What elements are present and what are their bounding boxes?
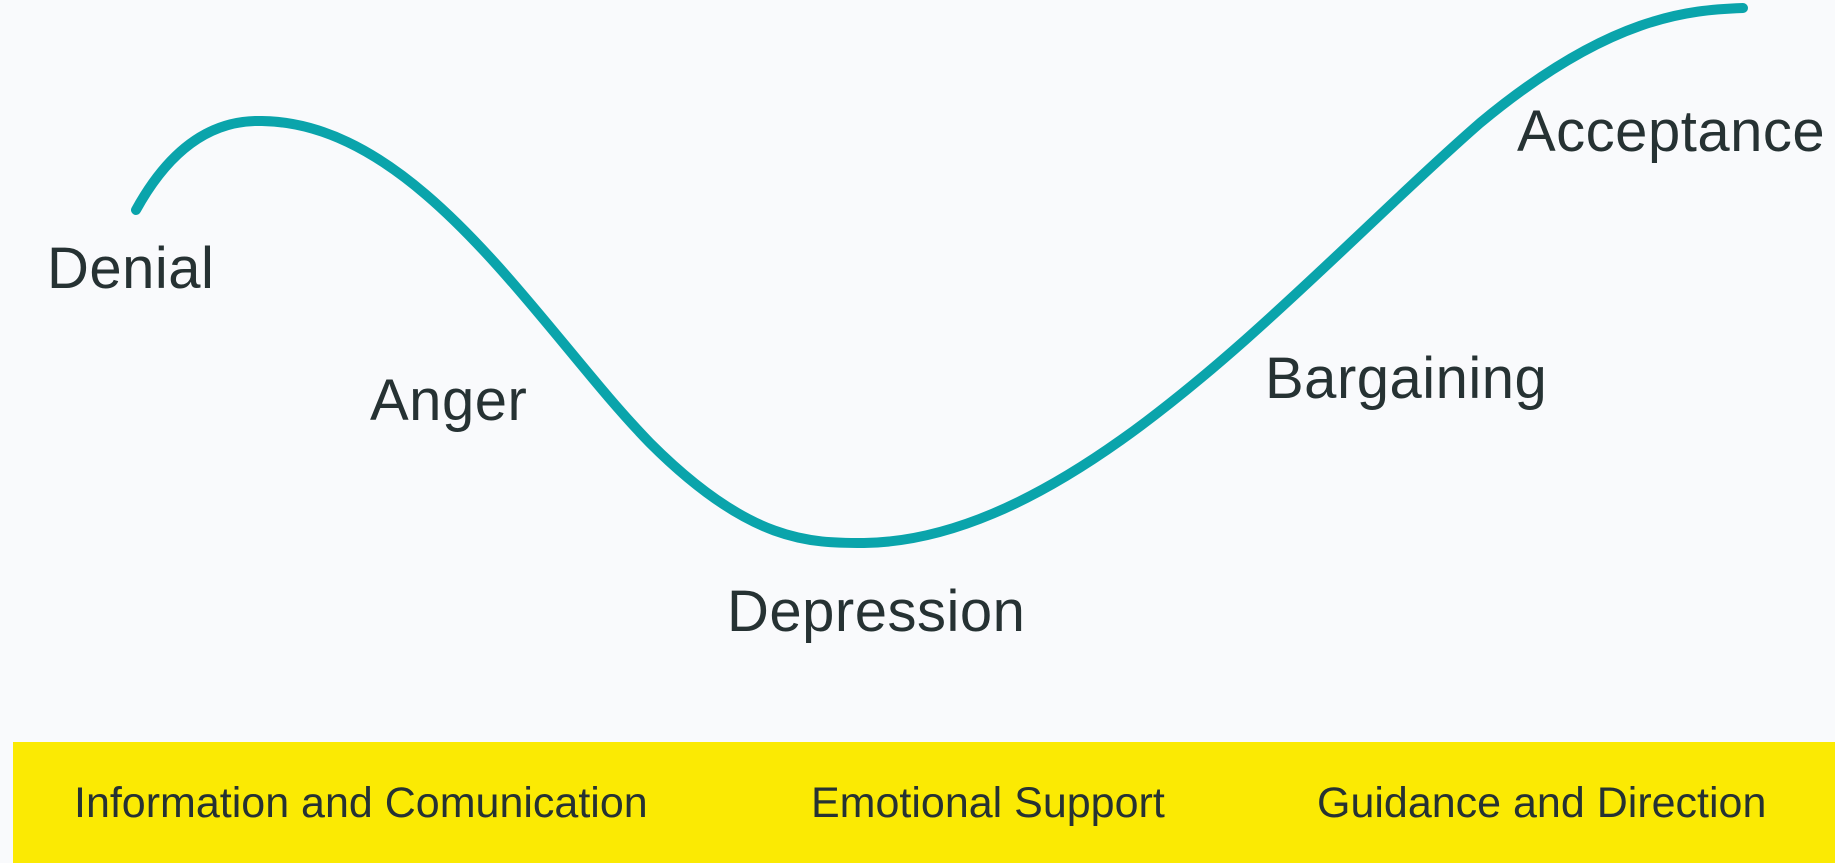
stage-label-bargaining: Bargaining [1265, 346, 1548, 411]
support-item-guidance: Guidance and Direction [1317, 779, 1767, 827]
stage-label-anger: Anger [370, 368, 528, 433]
stage-label-denial: Denial [47, 236, 215, 301]
support-band: Information and Comunication Emotional S… [13, 742, 1835, 863]
support-band-background [13, 742, 1835, 863]
support-item-information: Information and Comunication [74, 779, 648, 827]
support-item-emotional: Emotional Support [811, 779, 1165, 827]
stage-label-acceptance: Acceptance [1517, 99, 1826, 164]
stage-label-depression: Depression [727, 579, 1026, 644]
grief-curve [131, 3, 1748, 549]
